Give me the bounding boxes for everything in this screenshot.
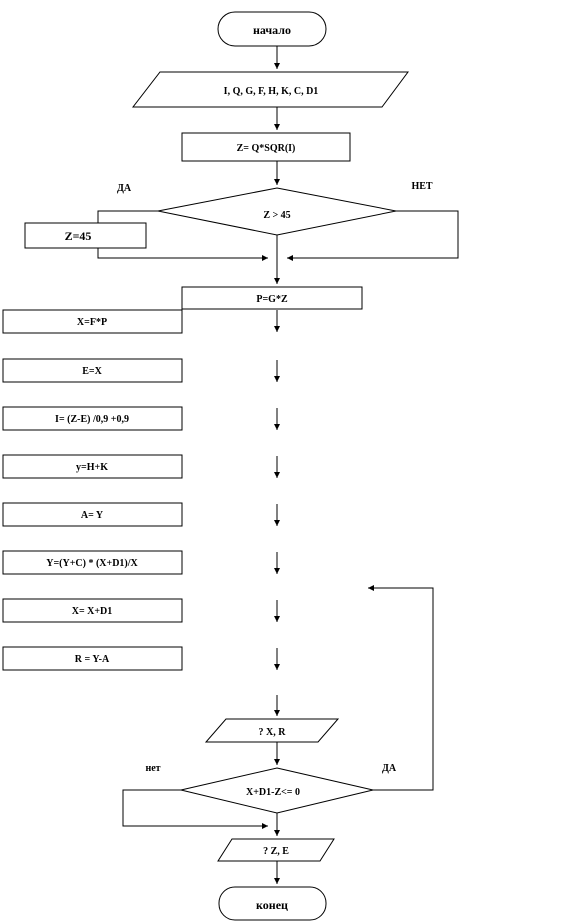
decision-2-yes-label: ДА (382, 763, 397, 774)
output-2-block: ? Z, E (217, 838, 335, 862)
decision-2-no-label: нет (145, 763, 160, 774)
z-assign-label: Z= Q*SQR(I) (237, 143, 296, 154)
z-fix-block: Z=45 (24, 222, 147, 249)
decision-2-loop-back (368, 585, 434, 791)
p-assign-block: P=G*Z (181, 286, 363, 310)
decision-loop: X+D1-Z<= 0 (180, 767, 374, 814)
input-block: I, Q, G, F, H, K, C, D1 (131, 71, 409, 108)
step-label: y=H+K (76, 462, 108, 473)
step-label: A= Y (81, 510, 104, 521)
step-block-4: y=H+K (2, 454, 183, 479)
output-1-label: ? X, R (259, 727, 287, 738)
decision-z-gt-45: Z > 45 (157, 187, 397, 236)
output-2-label: ? Z, E (263, 846, 289, 857)
step-label: E=X (82, 366, 102, 377)
decision-2-no-branch (122, 789, 268, 829)
step-label: R = Y-A (75, 654, 110, 665)
step-label: Y=(Y+C) * (X+D1)/X (46, 558, 138, 569)
step-block-3: I= (Z-E) /0,9 +0,9 (2, 406, 183, 431)
step-block-2: E=X (2, 358, 183, 383)
step-block-7: X= X+D1 (2, 598, 183, 623)
step-block-8: R = Y-A (2, 646, 183, 671)
step-block-5: A= Y (2, 502, 183, 527)
step-label: X= X+D1 (72, 606, 113, 617)
decision-1-label: Z > 45 (263, 210, 290, 221)
output-1-block: ? X, R (204, 718, 340, 743)
z-assign-block: Z= Q*SQR(I) (181, 132, 351, 162)
step-block-1: X=F*P (2, 309, 183, 334)
end-terminal: конец (218, 886, 327, 921)
decision-1-no-branch (287, 210, 459, 261)
decision-1-yes-label: ДА (117, 183, 132, 194)
input-label: I, Q, G, F, H, K, C, D1 (224, 86, 319, 97)
start-label: начало (253, 23, 291, 37)
decision-2-label: X+D1-Z<= 0 (246, 787, 300, 798)
z-fix-label: Z=45 (65, 229, 92, 243)
p-assign-label: P=G*Z (256, 294, 288, 305)
start-terminal: начало (217, 11, 327, 47)
step-label: X=F*P (77, 317, 107, 328)
end-label: конец (256, 898, 288, 912)
step-label: I= (Z-E) /0,9 +0,9 (55, 414, 129, 425)
decision-1-no-label: НЕТ (411, 181, 432, 192)
step-block-6: Y=(Y+C) * (X+D1)/X (2, 550, 183, 575)
